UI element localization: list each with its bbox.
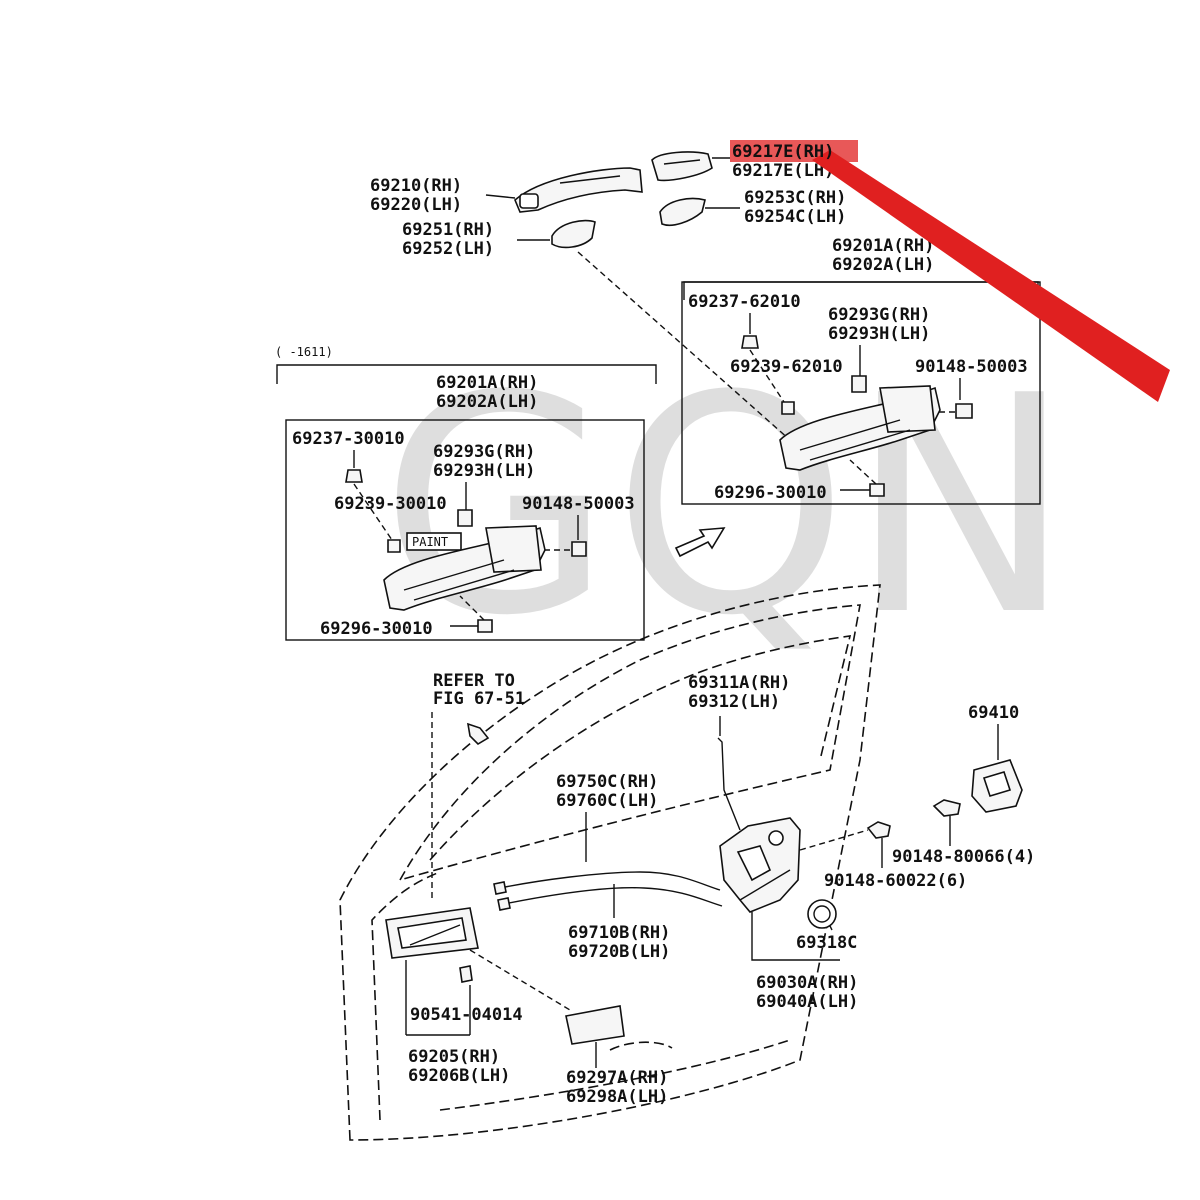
direction-arrow [674,527,726,558]
label-highlight-69217e-rh: 69217E(RH) [732,142,834,162]
label-69206b-lh: 69206B(LH) [408,1066,510,1086]
label-r-69201a-rh: 69201A(RH) [832,236,934,256]
label-l-69239: 69239-30010 [334,494,447,514]
label-69205-rh: 69205(RH) [408,1047,500,1067]
label-l-69293g-rh: 69293G(RH) [433,442,535,462]
label-paint: PAINT [412,535,448,549]
paint-tag [406,532,462,551]
label-range-note: ( -1611) [275,345,333,359]
handle-cap-part [651,151,730,182]
label-69210-rh: 69210(RH) [370,176,462,196]
door-outline [339,584,881,1141]
label-90541: 90541-04014 [410,1005,523,1025]
lock-rod-part [717,737,741,831]
label-l-69237: 69237-30010 [292,429,405,449]
label-69720b-lh: 69720B(LH) [568,942,670,962]
bolt-90148-80066 [932,799,961,817]
label-r-69293h-lh: 69293H(LH) [828,324,930,344]
watermark: GQN [380,332,1073,681]
label-69750c-rh: 69750C(RH) [556,772,658,792]
handle-gasket-part [659,197,740,227]
door-pad-part [565,1005,625,1045]
label-69030a-rh: 69030A(RH) [756,973,858,993]
label-r-69296: 69296-30010 [714,483,827,503]
label-90148-60022: 90148-60022(6) [824,871,967,891]
label-l-69296: 69296-30010 [320,619,433,639]
label-l-90148: 90148-50003 [522,494,635,514]
striker-part [971,759,1023,813]
label-69252-lh: 69252(LH) [402,239,494,259]
label-69297a-rh: 69297A(RH) [566,1068,668,1088]
clip-part [459,965,473,983]
label-r-90148: 90148-50003 [915,357,1028,377]
label-69254c-lh: 69254C(LH) [744,207,846,227]
label-69040a-lh: 69040A(LH) [756,992,858,1012]
screw-part [466,722,490,746]
label-r-69293g-rh: 69293G(RH) [828,305,930,325]
cables [493,812,723,918]
label-fig: FIG 67-51 [433,689,525,709]
highlight-arrow [812,150,1170,402]
label-69220-lh: 69220(LH) [370,195,462,215]
bolt-90148-60022 [866,821,891,839]
label-l-69293h-lh: 69293H(LH) [433,461,535,481]
label-69298a-lh: 69298A(LH) [566,1087,668,1107]
label-r-69237: 69237-62010 [688,292,801,312]
outside-handle-part [514,167,643,213]
right-frame-parts [741,313,973,497]
left-frame-box [285,419,645,641]
inside-handle-part [385,907,479,959]
label-r-69202a-lh: 69202A(LH) [832,255,934,275]
label-69318c: 69318C [796,933,857,953]
door-lock-assembly-part [719,817,801,913]
label-l-69201a-rh: 69201A(RH) [436,373,538,393]
label-90148-80066: 90148-80066(4) [892,847,1035,867]
label-r-69239: 69239-62010 [730,357,843,377]
label-69253c-rh: 69253C(RH) [744,188,846,208]
label-69410: 69410 [968,703,1019,723]
left-frame-parts [345,450,587,633]
right-frame-box [681,281,1041,505]
label-69311a-rh: 69311A(RH) [688,673,790,693]
label-l-69202a-lh: 69202A(LH) [436,392,538,412]
label-69217-lh: 69217E(LH) [732,161,834,181]
label-69251-rh: 69251(RH) [402,220,494,240]
label-69760c-lh: 69760C(LH) [556,791,658,811]
handle-pad-part [517,219,596,249]
label-refer-to: REFER TO [433,671,515,691]
seal-ring-part [807,899,837,929]
label-69312-lh: 69312(LH) [688,692,780,712]
label-69710b-rh: 69710B(RH) [568,923,670,943]
